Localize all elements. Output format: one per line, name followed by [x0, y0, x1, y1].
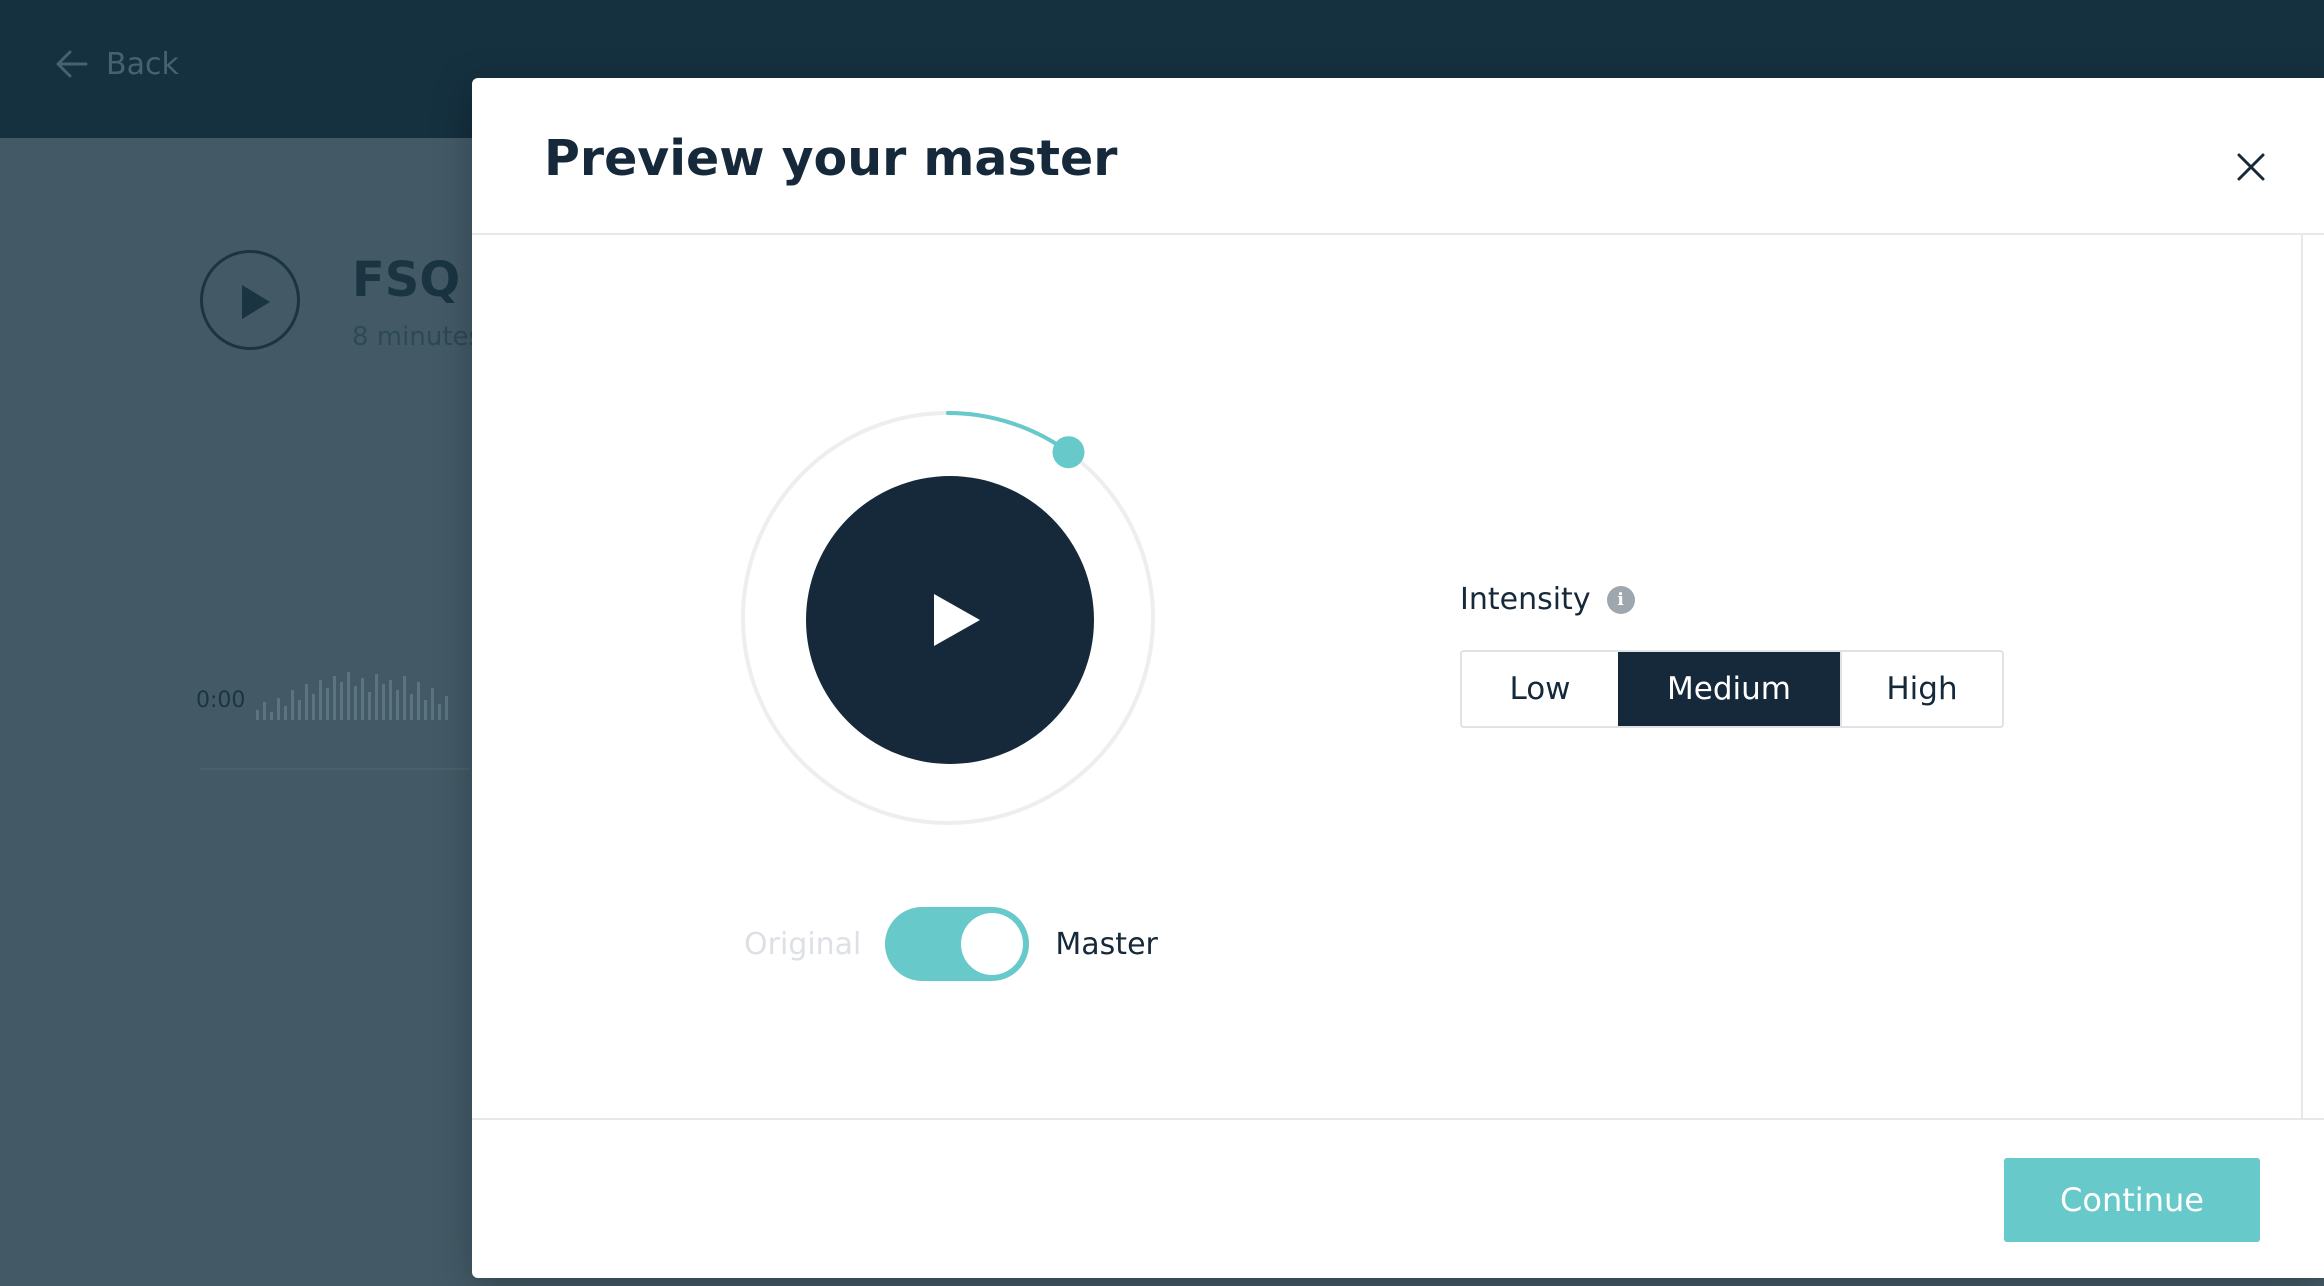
progress-handle[interactable]	[1052, 436, 1085, 469]
waveform-bar	[354, 686, 357, 720]
waveform-bar	[410, 694, 413, 720]
continue-button[interactable]: Continue	[2004, 1158, 2260, 1242]
modal-footer	[472, 1118, 2324, 1278]
waveform-bar	[403, 676, 406, 720]
waveform-bar	[361, 678, 364, 720]
preview-modal: Preview your master Original Master Inte…	[472, 78, 2324, 1278]
waveform-bar	[417, 682, 420, 720]
waveform-bar	[347, 672, 350, 720]
waveform-bar	[438, 704, 441, 720]
waveform-bar	[382, 684, 385, 720]
waveform-bar	[326, 688, 329, 720]
waveform-bar	[270, 712, 273, 720]
modal-title: Preview your master	[544, 130, 1118, 187]
waveform-bar	[396, 690, 399, 720]
waveform-bar	[368, 692, 371, 720]
waveform-bar	[375, 674, 378, 720]
info-icon[interactable]: i	[1606, 585, 1635, 614]
close-icon	[2237, 153, 2265, 181]
toggle-knob	[961, 913, 1024, 975]
modal-header: Preview your master	[472, 78, 2324, 235]
waveform-bar	[305, 684, 308, 720]
waveform-bar	[431, 688, 434, 720]
scrollbar[interactable]	[2301, 235, 2303, 1119]
waveform-bar	[319, 680, 322, 720]
progress-ring	[741, 411, 1155, 825]
waveform-bar	[445, 696, 448, 720]
play-button[interactable]	[806, 476, 1094, 764]
waveform-bar	[291, 690, 294, 720]
intensity-label: Intensity	[1460, 582, 1591, 617]
progress-line	[200, 768, 470, 770]
intensity-medium-button[interactable]: Medium	[1618, 652, 1840, 726]
back-label: Back	[106, 46, 179, 82]
close-button[interactable]	[2224, 140, 2278, 194]
waveform[interactable]	[256, 660, 476, 720]
intensity-heading: Intensity i	[1460, 582, 1635, 617]
waveform-bar	[277, 698, 280, 720]
original-label: Original	[744, 926, 862, 962]
progress-ring-arc	[946, 411, 1071, 455]
track-duration: 8 minutes	[352, 322, 483, 352]
intensity-selector: Low Medium High	[1460, 650, 2004, 728]
background-play-icon[interactable]	[200, 250, 300, 350]
arrow-left-icon	[56, 50, 88, 78]
waveform-bar	[424, 700, 427, 720]
waveform-bar	[340, 682, 343, 720]
back-link[interactable]: Back	[52, 44, 179, 84]
intensity-low-button[interactable]: Low	[1462, 652, 1618, 726]
intensity-high-button[interactable]: High	[1840, 652, 2002, 726]
original-master-toggle-row: Original Master	[744, 906, 1158, 982]
waveform-bar	[312, 694, 315, 720]
waveform-bar	[298, 700, 301, 720]
waveform-bar	[333, 676, 336, 720]
master-label: Master	[1055, 926, 1158, 962]
waveform-bar	[389, 680, 392, 720]
track-time: 0:00	[196, 688, 246, 713]
master-toggle[interactable]	[885, 907, 1030, 981]
waveform-bar	[284, 706, 287, 720]
waveform-bar	[256, 710, 259, 720]
waveform-bar	[263, 702, 266, 720]
audio-player	[738, 408, 1158, 828]
